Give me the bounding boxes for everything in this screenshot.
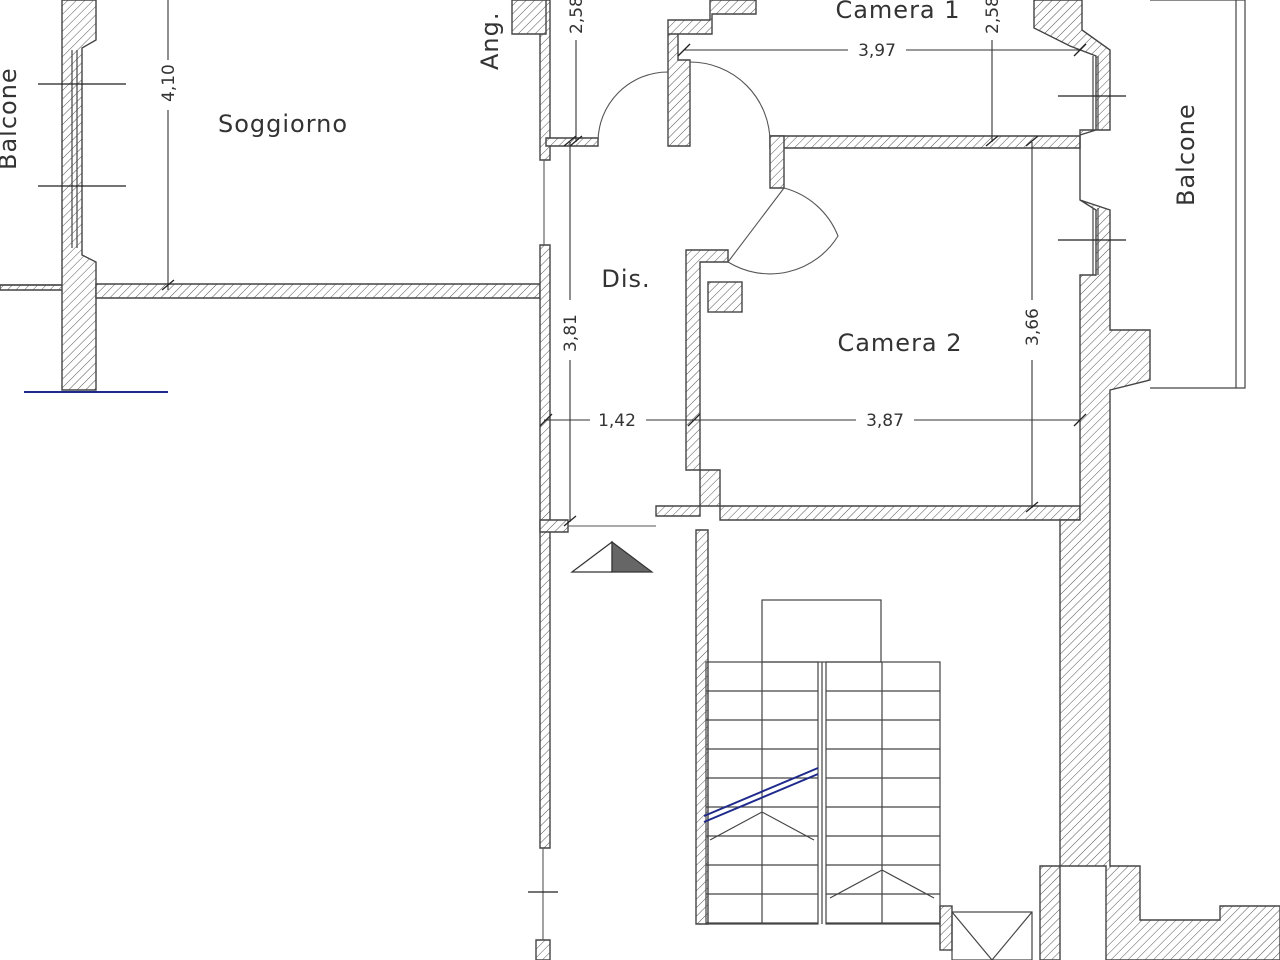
wall-camera2-left xyxy=(769,135,785,189)
wall-camera2-closet xyxy=(685,249,729,471)
dim-soggiorno-depth: 4,10 xyxy=(159,64,179,102)
stair-break-line-1 xyxy=(703,767,819,817)
wall-ang xyxy=(511,0,547,35)
balcony-right-outline xyxy=(1150,0,1246,389)
room-labels: Soggiorno Camera 1 Camera 2 Dis. Ang. Ba… xyxy=(0,0,1200,357)
lift-cross-1 xyxy=(951,911,993,960)
dim-camera2-width: 3,87 xyxy=(866,411,904,431)
wall-central-foot xyxy=(535,939,551,960)
wall-right-outer xyxy=(1033,0,1280,960)
dim-camera2-depth: 3,66 xyxy=(1023,308,1043,346)
doors xyxy=(528,61,839,940)
right-windows xyxy=(1058,56,1126,275)
stair-chevron-left xyxy=(709,811,815,841)
dim-ang-width: 2,58 xyxy=(567,0,587,34)
lift-cross-2 xyxy=(991,911,1033,960)
door-camera1 xyxy=(689,61,771,143)
left-windows xyxy=(0,50,126,286)
stair-landing xyxy=(761,599,882,663)
room-label-camera2: Camera 2 xyxy=(837,329,962,357)
section-marker xyxy=(570,540,654,573)
wall-stair-lift xyxy=(939,905,953,951)
room-label-ang: Ang. xyxy=(476,12,504,71)
wall-lower-right xyxy=(1039,865,1061,960)
staircase xyxy=(703,599,1033,960)
room-label-balcone-right: Balcone xyxy=(1172,103,1200,206)
room-label-balcone-left: Balcone xyxy=(0,67,22,170)
door-camera2 xyxy=(727,187,839,275)
wall-camera2-bottom xyxy=(655,469,1081,521)
dimension-labels: 4,10 2,58 2,58 3,97 3,81 1,42 3,87 3,66 xyxy=(159,0,1043,431)
stair-break-line-2 xyxy=(703,773,819,823)
room-label-dis: Dis. xyxy=(601,265,650,293)
dim-camera1-depth: 2,58 xyxy=(983,0,1003,34)
wall-central-long xyxy=(539,244,551,849)
wall-left-upper xyxy=(0,0,97,391)
wall-soggiorno-right xyxy=(539,0,551,161)
dim-camera1-width: 3,97 xyxy=(858,41,896,61)
wall-ang-camera1 xyxy=(667,0,757,147)
wall-ang-bottom xyxy=(545,137,599,147)
lift-shaft xyxy=(951,911,1033,960)
door-ang xyxy=(597,71,669,143)
room-label-soggiorno: Soggiorno xyxy=(218,110,348,138)
wall-camera1-bottom xyxy=(769,135,1081,149)
room-label-camera1: Camera 1 xyxy=(835,0,960,24)
dimension-lines xyxy=(161,0,1087,527)
stair-flight-right xyxy=(825,661,941,925)
dim-dis-width: 1,42 xyxy=(598,411,636,431)
dim-dis-length: 3,81 xyxy=(561,314,581,352)
wall-central-stub xyxy=(539,519,569,533)
stair-chevron-right xyxy=(829,869,935,899)
wall-soggiorno-bottom xyxy=(95,283,541,299)
wall-closet-box xyxy=(707,281,743,313)
